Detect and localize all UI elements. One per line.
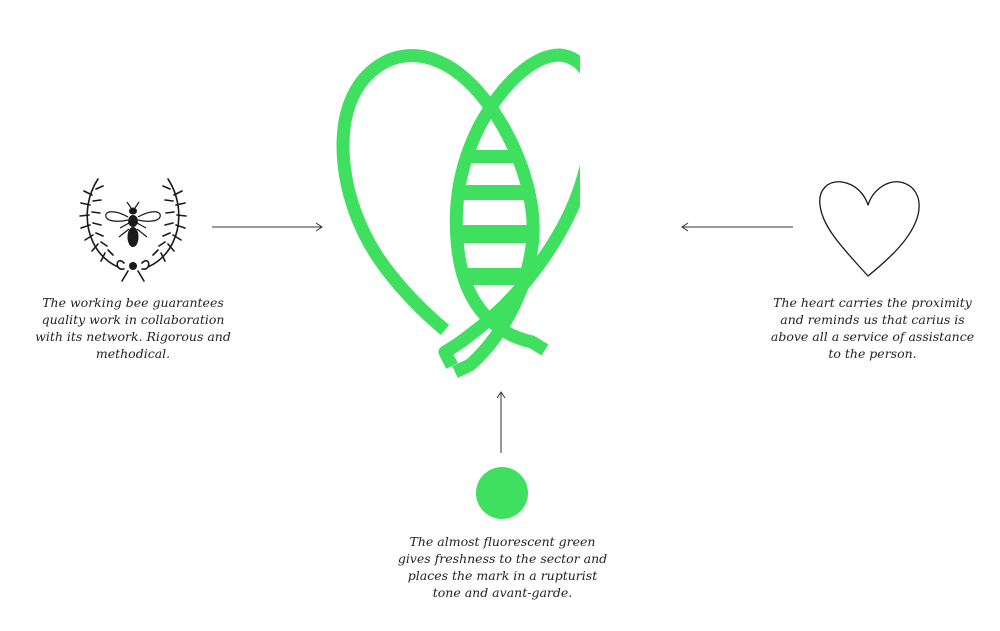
bee-caption: The working bee guarantees quality work … — [28, 294, 238, 362]
bee-caption-line: The working bee guarantees — [42, 295, 224, 310]
bee-stripe-4 — [462, 268, 530, 285]
green-caption: The almost fluorescent green gives fresh… — [385, 533, 620, 601]
heart-outline-icon — [819, 181, 920, 277]
bee-caption-line: with its network. Rigorous and — [35, 329, 231, 344]
green-caption-line: gives freshness to the sector and — [397, 551, 608, 566]
green-caption-line: tone and avant-garde. — [432, 585, 573, 600]
bee-stripe-3 — [458, 225, 532, 243]
bee-wreath-engraving-icon — [79, 178, 187, 282]
heart-caption-line: above all a service of assistance — [770, 329, 975, 344]
arrow-left-icon — [681, 222, 793, 232]
heart-caption-line: and reminds us that carius is — [780, 312, 965, 327]
heart-caption-line: to the person. — [828, 346, 917, 361]
bee-caption-line: quality work in collaboration — [41, 312, 225, 327]
bee-caption-line: methodical. — [95, 346, 171, 361]
green-caption-line: places the mark in a rupturist — [407, 568, 598, 583]
logo-right-loop — [438, 48, 580, 369]
logo-left-loop — [336, 49, 540, 378]
arrow-right-icon — [212, 222, 323, 232]
bee-stripe-2 — [460, 185, 530, 200]
green-dot-icon — [476, 467, 528, 519]
arrow-up-icon — [496, 391, 506, 453]
heart-caption-line: The heart carries the proximity — [773, 295, 972, 310]
heart-caption: The heart carries the proximity and remi… — [760, 294, 985, 362]
heart-bee-logo-icon — [336, 48, 580, 378]
green-caption-line: The almost fluorescent green — [409, 534, 596, 549]
bee-stripe-1 — [471, 150, 520, 163]
